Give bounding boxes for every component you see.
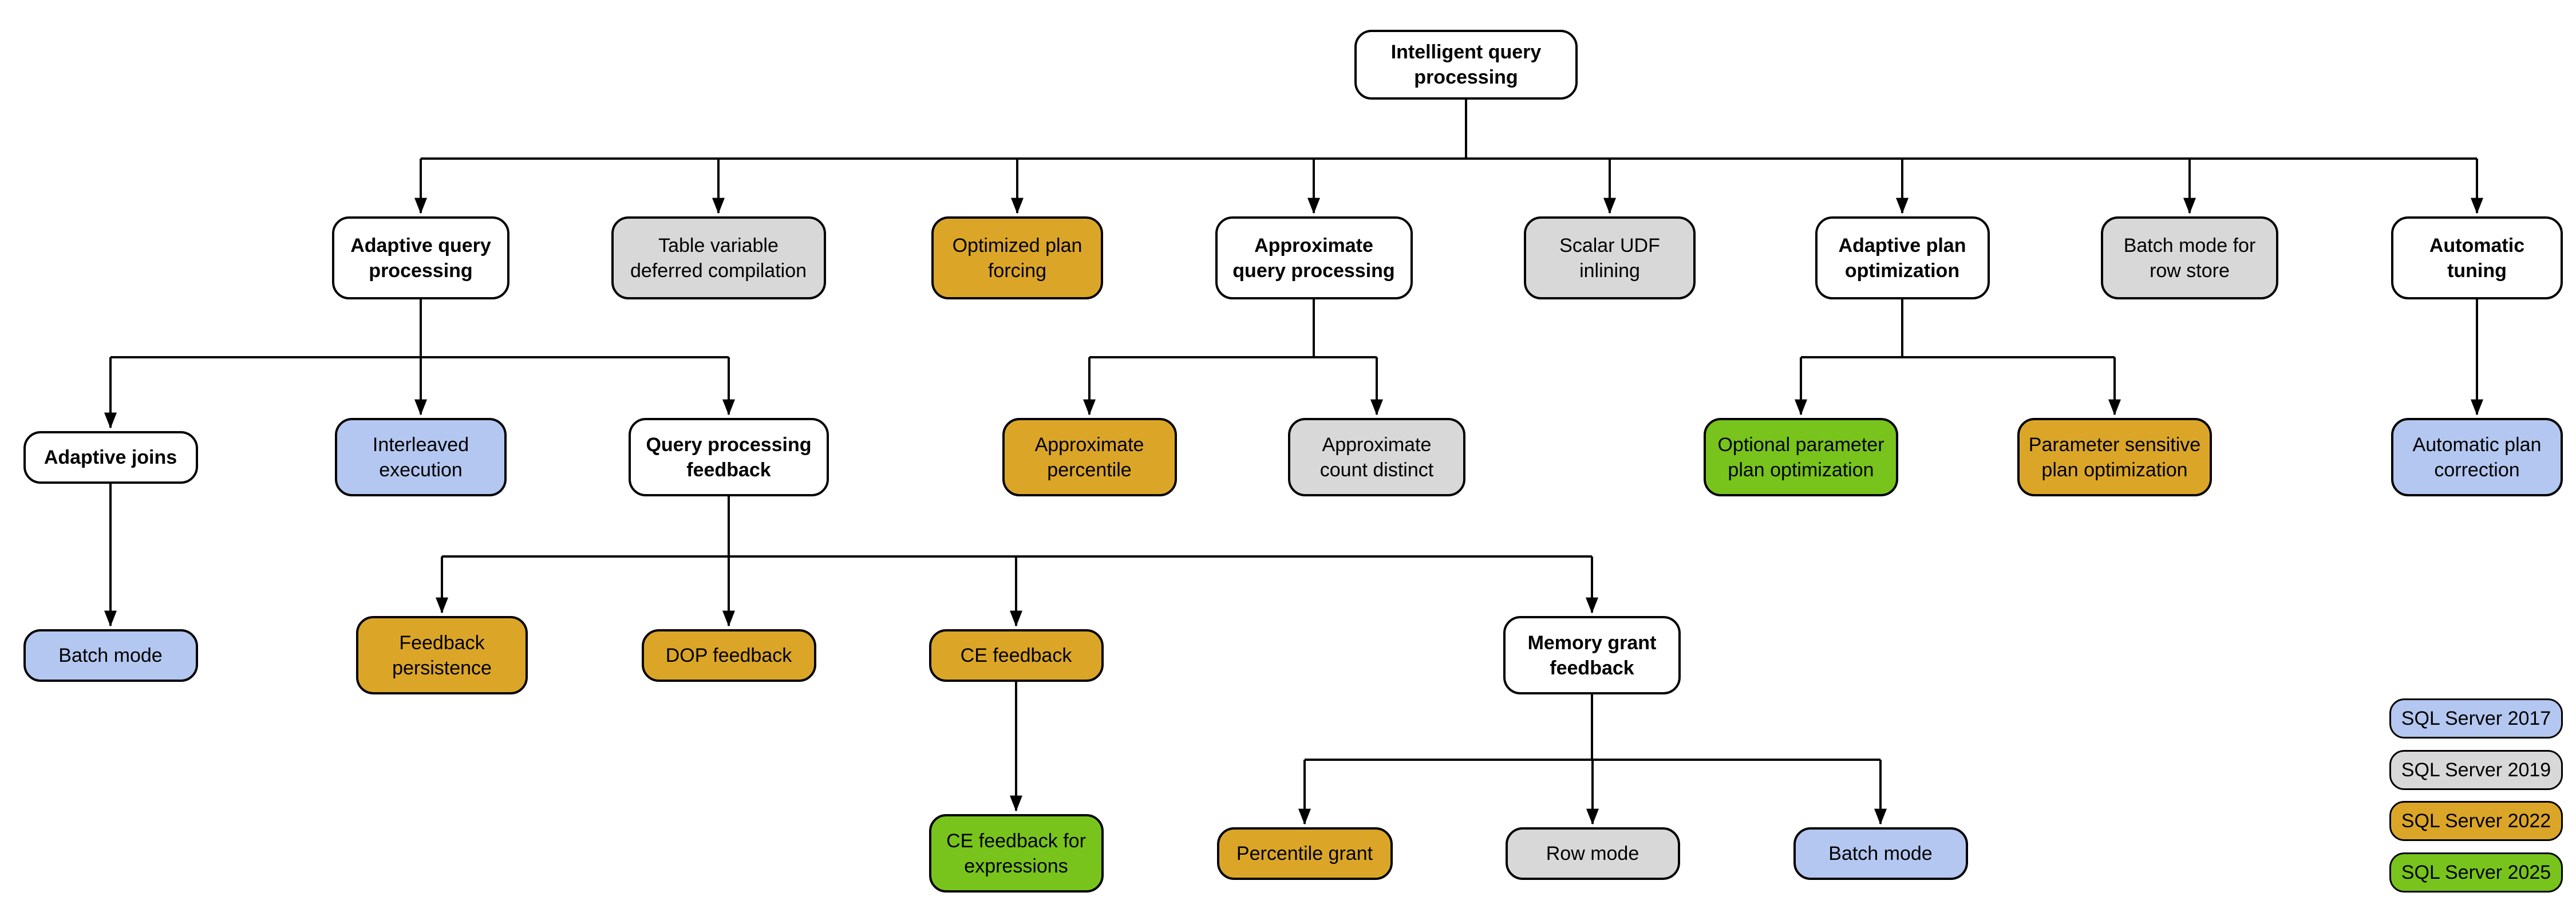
node-adaptive-joins: Adaptive joins (23, 431, 198, 484)
legend-sql-server-2025: SQL Server 2025 (2389, 852, 2563, 893)
node-adaptive-query-processing: Adaptive query processing (332, 216, 509, 299)
node-row-mode: Row mode (1505, 827, 1680, 880)
node-optimized-plan-forcing: Optimized plan forcing (931, 216, 1103, 299)
node-adaptive-plan-optimization: Adaptive plan optimization (1815, 216, 1990, 299)
node-dop-feedback: DOP feedback (641, 629, 816, 682)
node-batch-mode-grant: Batch mode (1793, 827, 1968, 880)
node-feedback-persistence: Feedback persistence (356, 616, 528, 694)
node-automatic-plan-correction: Automatic plan correction (2391, 418, 2563, 496)
node-approximate-query-processing: Approximate query processing (1215, 216, 1413, 299)
node-query-processing-feedback: Query processing feedback (629, 418, 829, 496)
node-approximate-percentile: Approximate percentile (1002, 418, 1177, 496)
node-optional-parameter-plan-optimization: Optional parameter plan optimization (1704, 418, 1898, 496)
node-batch-mode-join: Batch mode (23, 629, 198, 682)
node-interleaved-execution: Interleaved execution (335, 418, 507, 496)
legend-sql-server-2017: SQL Server 2017 (2389, 698, 2563, 739)
node-table-variable-deferred-compilation: Table variable deferred compilation (611, 216, 826, 299)
node-memory-grant-feedback: Memory grant feedback (1503, 616, 1681, 694)
node-percentile-grant: Percentile grant (1216, 827, 1393, 880)
node-parameter-sensitive-plan-optimization: Parameter sensitive plan optimization (2017, 418, 2212, 496)
node-batch-mode-for-row-store: Batch mode for row store (2101, 216, 2278, 299)
node-approximate-count-distinct: Approximate count distinct (1288, 418, 1465, 496)
node-ce-feedback: CE feedback (929, 629, 1104, 682)
legend-sql-server-2022: SQL Server 2022 (2389, 801, 2563, 841)
node-scalar-udf-inlining: Scalar UDF inlining (1524, 216, 1696, 299)
node-ce-feedback-for-expressions: CE feedback for expressions (929, 814, 1104, 893)
node-intelligent-query-processing: Intelligent query processing (1354, 30, 1578, 100)
node-automatic-tuning: Automatic tuning (2391, 216, 2563, 299)
legend-sql-server-2019: SQL Server 2019 (2389, 750, 2563, 790)
